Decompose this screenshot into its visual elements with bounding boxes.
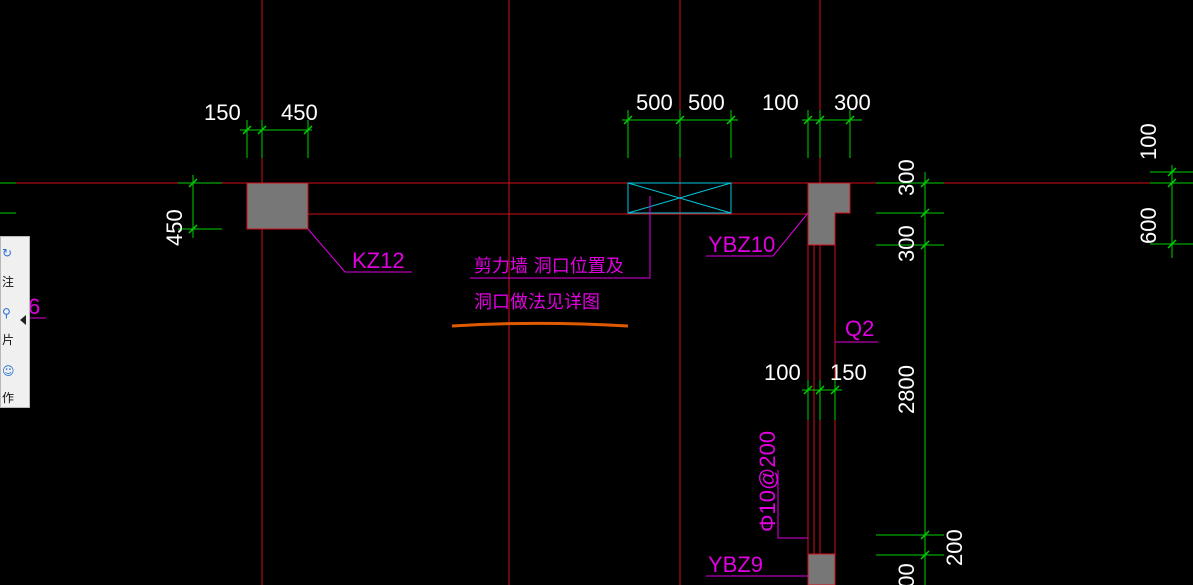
column-kz12 bbox=[246, 182, 309, 230]
dim-text-450-top-left: 450 bbox=[281, 100, 318, 125]
annotate-icon[interactable]: ↻ bbox=[2, 246, 13, 260]
note-line-1: 剪力墙 洞口位置及 bbox=[474, 256, 624, 277]
leader-note bbox=[470, 196, 651, 279]
dim-text-200-bottom: 200 bbox=[942, 529, 967, 566]
column-ybz9 bbox=[807, 553, 836, 585]
markup-underline bbox=[451, 321, 629, 328]
search-icon[interactable]: ⚲ bbox=[2, 306, 11, 320]
side-panel-item-2[interactable]: 片 bbox=[1, 333, 14, 347]
dim-text-400-bottom: 400 bbox=[894, 563, 919, 585]
dim-text-100-top: 100 bbox=[762, 90, 799, 115]
dim-text-300-top: 300 bbox=[834, 90, 871, 115]
person-icon[interactable]: ☺ bbox=[2, 364, 15, 378]
label-ybz10: YBZ10 bbox=[708, 232, 775, 257]
label-partial-left: 6 bbox=[28, 294, 40, 319]
columns bbox=[246, 182, 851, 585]
side-panel[interactable]: ↻ 注 ⚲ 片 ☺ 作 bbox=[0, 236, 30, 408]
leader-rebar bbox=[777, 470, 808, 539]
opening-cross-2 bbox=[627, 182, 732, 214]
dim-text-500-left: 500 bbox=[636, 90, 673, 115]
dim-text-500-right: 500 bbox=[688, 90, 725, 115]
dim-text-150-mid: 150 bbox=[830, 360, 867, 385]
dim-text-450-side: 450 bbox=[162, 209, 187, 246]
dim-text-150-top-left: 150 bbox=[204, 100, 241, 125]
dim-text-300-right-a: 300 bbox=[894, 159, 919, 196]
dimension-lines bbox=[0, 110, 1193, 585]
side-panel-item-1[interactable]: 注 bbox=[1, 275, 14, 289]
dim-text-300-right-b: 300 bbox=[894, 225, 919, 262]
leader-ybz10 bbox=[706, 212, 809, 257]
wall-opening bbox=[627, 182, 732, 214]
label-kz12: KZ12 bbox=[352, 248, 405, 273]
dimension-ticks bbox=[188, 115, 1177, 560]
dim-text-100-mid: 100 bbox=[764, 360, 801, 385]
note-line-2: 洞口做法见详图 bbox=[474, 292, 600, 313]
column-ybz10 bbox=[807, 182, 851, 246]
label-rebar: Φ10@200 bbox=[755, 431, 780, 532]
leader-lines bbox=[22, 196, 878, 577]
leader-kz12 bbox=[307, 228, 412, 273]
dim-text-2800: 2800 bbox=[894, 365, 919, 414]
label-ybz9: YBZ9 bbox=[708, 552, 763, 577]
dim-text-100-far: 100 bbox=[1136, 123, 1161, 160]
opening-box bbox=[627, 182, 732, 214]
label-q2: Q2 bbox=[845, 316, 874, 341]
collapse-arrow-icon[interactable] bbox=[20, 315, 26, 325]
dim-text-600-far: 600 bbox=[1136, 207, 1161, 244]
side-panel-item-3[interactable]: 作 bbox=[1, 391, 14, 405]
